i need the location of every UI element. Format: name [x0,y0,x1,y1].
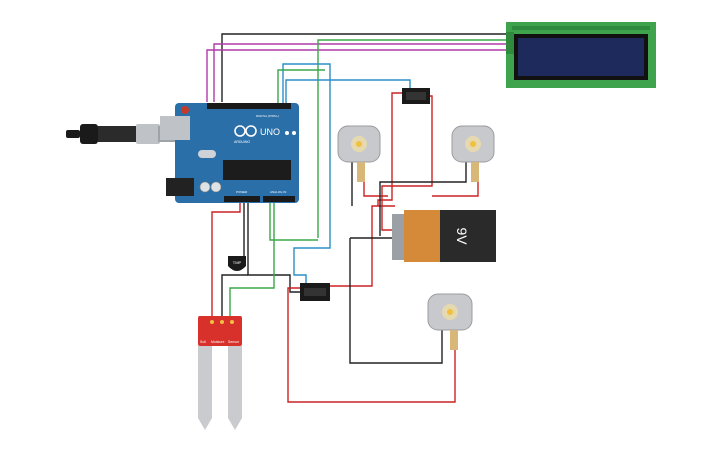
dc-motor-left [337,125,381,182]
sensor-prong-left [198,346,212,430]
wire-blue-relay-top [282,63,331,288]
lcd-16x2 [506,22,656,88]
wire-lcd-magenta-1 [213,43,512,102]
wire-blue-top2 [285,79,411,104]
soil-moisture-sensor: Soil Moisture Sensor [198,316,242,430]
sensor-label-right: Sensor [228,340,240,344]
power-header-label: POWER [236,190,248,194]
resistor-bottom [450,330,458,350]
usb-port [160,116,190,140]
temperature-sensor: TMP [228,256,246,271]
digital-header [207,103,291,109]
wire-black-motor-right [379,160,467,236]
wire-lcd-black [221,33,512,102]
wire-red-relay-top [377,92,402,206]
analog-header-label: ANALOG IN [270,190,286,194]
dc-motor-right [451,125,495,182]
wire-lcd-magenta-2 [206,49,512,102]
arduino-model-label: UNO [260,127,280,137]
wire-black-gnd [247,202,305,293]
reset-button-icon [181,106,189,114]
wire-green-analog [269,202,318,241]
sensor-prong-right [228,346,242,430]
wire-lcd-green [317,39,512,238]
sensor-label-mid: Moisture [211,340,224,344]
arduino-logo-icon [234,125,257,137]
wire-black-motor-bottom [349,238,443,364]
arduino-brand-label: ARDUINO [234,140,250,144]
relay-bottom [300,283,330,301]
dc-jack [166,178,194,196]
wire-red-5v [211,202,241,318]
digital-header-label: DIGITAL (PWM~) [256,114,279,118]
atmega-chip [223,160,291,180]
dc-motor-bottom [427,293,473,350]
battery-voltage-label: 9V [454,227,470,245]
wires [206,33,512,403]
relay-top [402,88,430,104]
battery-terminals [392,214,406,260]
wire-red-relay-bottom [330,205,395,287]
lcd-screen [518,38,644,76]
wire-green-sensor [229,202,275,318]
analog-header [263,196,295,202]
resistor-left [357,162,365,182]
wire-black-sensor2 [221,274,248,318]
arduino-uno: UNO ARDUINO DIGITAL (PWM~) POWER ANALOG … [160,103,299,203]
resistor-right [471,162,479,182]
sensor-label-left: Soil [200,340,206,344]
wire-green-top [277,69,325,104]
transistor-label: TMP [233,260,242,265]
power-header [224,196,260,202]
wire-red-relay-top2 [381,95,433,231]
wire-red-motor-left [363,162,388,197]
battery-9v: 9V [392,210,496,262]
lcd-i2c-pins [506,32,514,54]
